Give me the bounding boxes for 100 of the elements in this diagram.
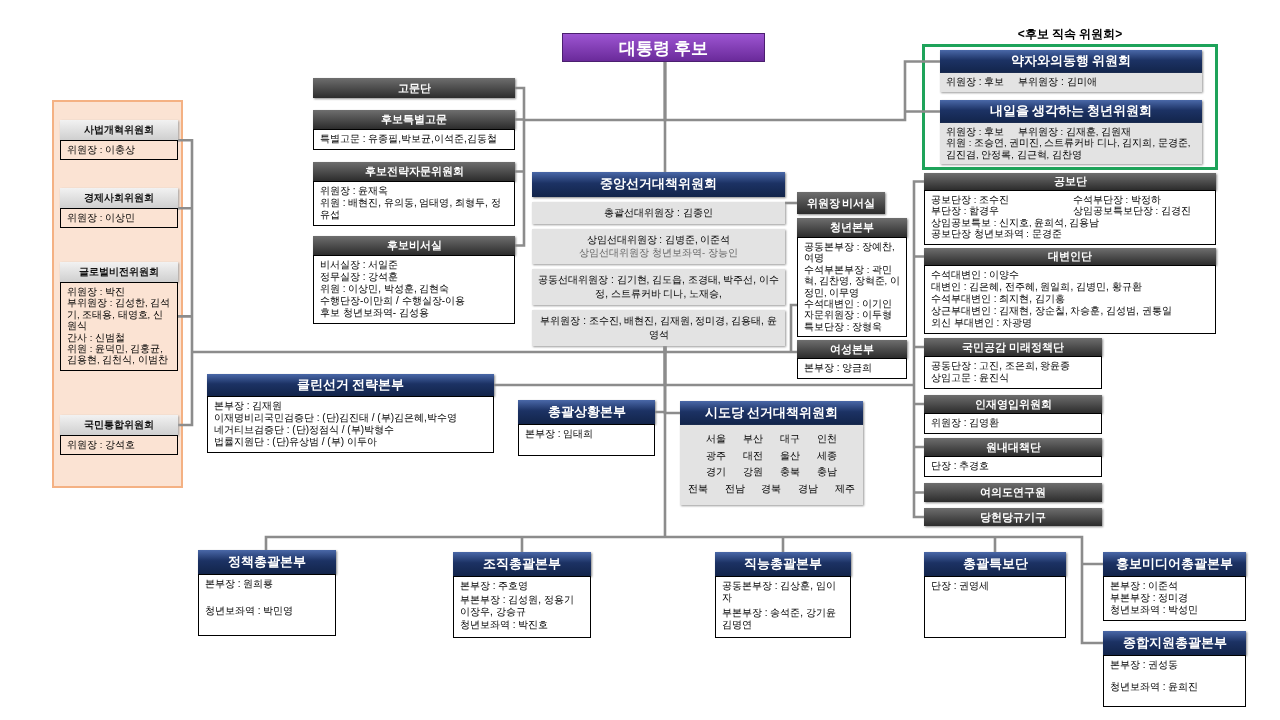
- member-line: 공보단장 청년보좌역 : 문경준: [931, 228, 1063, 240]
- title-bar: 사법개혁위원회: [60, 120, 178, 140]
- member-line: 자문위원장 : 이두형: [804, 309, 893, 321]
- member-line: 위원장 : 박진: [67, 286, 126, 298]
- member-line: 상임선대위원장 : 김병준, 이준석: [585, 233, 732, 247]
- title-bar: 대변인단: [924, 248, 1216, 265]
- member-line: 상임공보특보단장 : 김경진: [1072, 205, 1192, 217]
- title-bar: 공보단: [924, 173, 1216, 190]
- title-bar: 후보전략자문위원회: [313, 162, 515, 181]
- member-line: 부위원장 : 김재훈, 김원재: [1017, 126, 1132, 138]
- member-line: 상임공보특보 : 신지호, 윤희석, 김용남: [931, 216, 1101, 229]
- group-heading: <후보 직속 위원회>: [1016, 26, 1124, 42]
- member-line: 총괄선대위원장 : 김종인: [603, 206, 714, 220]
- title-bar: 여성본부: [797, 340, 907, 358]
- member-line: 수석대변인 : 이양수: [931, 269, 1021, 281]
- member-line: 부위원장 : 김미애: [1018, 76, 1097, 88]
- title-bar: 대통령 후보: [562, 33, 765, 62]
- member-line: 외신 부대변인 : 차광명: [931, 317, 1034, 329]
- member-line: 수석대변인 : 이기인: [804, 297, 893, 310]
- member-line: 청년보좌역 : 박진호: [460, 619, 550, 633]
- member-line: 간사 : 신범철: [67, 331, 126, 343]
- member-line: 위원장 : 후보: [946, 126, 1004, 138]
- title-bar: 약자와의동행 위원회: [940, 50, 1202, 73]
- member-line: 부본부장 : 김성원, 정용기 이장우, 강승규: [460, 593, 575, 619]
- member-line: 청년보좌역 : 윤희진: [1110, 680, 1200, 694]
- title-bar: 클린선거 전략본부: [207, 374, 494, 396]
- member-line: 부본부장 : 정미경: [1110, 592, 1190, 604]
- title-bar: 경제사회위원회: [60, 188, 178, 208]
- member-line: 본부장 : 원희룡: [205, 578, 275, 591]
- group-panel: [52, 100, 183, 488]
- member-line: 공동본부장 : 김상훈, 임이자: [722, 580, 837, 605]
- title-bar: 당헌당규기구: [924, 508, 1102, 526]
- member-line: 위원장 : 이상민: [67, 212, 136, 224]
- member-line: 후보 청년보좌역- 김성용: [320, 307, 430, 319]
- member-line: 단장 : 권영세: [931, 580, 991, 593]
- member-line: 수석부본부장 : 곽민혁, 김찬영, 장혁준, 이정민, 이무영: [804, 263, 900, 298]
- member-line: 비서실장 : 서일준: [320, 259, 400, 271]
- connector-line: [264, 344, 1105, 645]
- member-line: 수행단장-이만희 / 수행실장-이용: [320, 295, 466, 307]
- member-line: 수석부대변인 : 최지현, 김기흥: [931, 293, 1066, 305]
- member-line: 본부장 : 주호영: [460, 580, 530, 593]
- member-line: 광주 대전 울산 세종: [705, 448, 838, 463]
- member-line: 상임고문 : 윤진식: [931, 372, 1011, 384]
- title-bar: 위원장 비서실: [797, 192, 885, 214]
- member-line: 위원장 : 윤재옥: [320, 185, 390, 197]
- member-line: 본부장 : 임태희: [525, 428, 595, 441]
- member-line: 본부장 : 이준석: [1110, 580, 1180, 592]
- member-line: 청년보좌역 : 박민영: [205, 604, 295, 618]
- member-line: 특보단장 : 장형욱: [804, 320, 883, 333]
- title-bar: 시도당 선거대책위원회: [680, 401, 863, 425]
- title-bar: 조직총괄본부: [453, 552, 591, 576]
- member-line: 위원장 : 후보: [946, 76, 1005, 88]
- title-bar: 청년본부: [797, 218, 907, 237]
- member-line: 본부장 : 권성동: [1110, 659, 1180, 672]
- member-line: 특별고문 : 유종필,박보균,이석준,김동철: [320, 133, 498, 145]
- member-line: 청년보좌역 : 박성민: [1110, 604, 1200, 616]
- title-bar: 총괄상황본부: [518, 400, 655, 424]
- member-line: 이재명비리국민검증단 : (단)김진태 / (부)김은혜,박수영: [214, 412, 458, 424]
- title-bar: 글로벌비전위원회: [60, 262, 178, 282]
- title-bar: 고문단: [313, 78, 515, 98]
- title-bar: 정책총괄본부: [198, 550, 336, 574]
- member-line: 본부장 : 김재원: [214, 400, 284, 412]
- title-bar: 내일을 생각하는 청년위원회: [940, 100, 1202, 123]
- member-line: 경기 강원 충북 충남: [705, 465, 838, 479]
- title-bar: 여의도연구원: [924, 483, 1102, 502]
- member-line: 공동선대위원장 : 김기현, 김도읍, 조경태, 박주선, 이수정, 스트류커바 디나, 노재승,: [538, 273, 779, 301]
- member-line: 위원장 : 강석호: [67, 439, 136, 451]
- title-bar: 중앙선거대책위원회: [532, 172, 785, 197]
- member-line: 공동본부장 : 장예찬, 여명: [804, 241, 896, 264]
- member-line: 본부장 : 양금희: [804, 362, 874, 374]
- title-bar: 직능총괄본부: [715, 552, 851, 576]
- connector-line: [663, 180, 926, 519]
- member-line: 부본부장 : 송석준, 강기윤 김명연: [722, 606, 837, 632]
- title-bar: 후보비서실: [313, 236, 515, 255]
- member-line: 위원 : 배현진, 유의동, 엄태영, 최형두, 정유섭: [320, 197, 502, 221]
- title-bar: 인재영입위원회: [924, 395, 1102, 413]
- member-line: 상근부대변인 : 김재현, 장순칠, 차승훈, 김성범, 권통일: [931, 305, 1173, 317]
- member-line: 위원장 : 김영환: [931, 417, 1001, 429]
- member-line: 공동단장 : 고진, 조은희, 왕윤종: [931, 360, 1072, 372]
- member-line: 부위원장 : 김성한, 김석기, 조태용, 태영호, 신원식: [67, 297, 171, 332]
- connector-line: [663, 60, 942, 122]
- connector-line: [176, 138, 667, 427]
- member-line: 서울 부산 대구 인천: [705, 432, 838, 446]
- member-line: 네거티브검증단 : (단)정점식 / (부)박형수: [214, 424, 395, 436]
- member-line: 수석부단장 : 박정하: [1072, 194, 1162, 206]
- title-bar: 원내대책단: [924, 438, 1102, 456]
- member-line: 부위원장 : 조수진, 배현진, 김재원, 정미경, 김용태, 윤영석: [539, 314, 778, 342]
- member-line: 법률지원단 : (단)유상범 / (부) 이두아: [214, 436, 378, 448]
- title-bar: 홍보미디어총괄본부: [1103, 552, 1246, 576]
- title-bar: 국민공감 미래정책단: [924, 338, 1102, 356]
- member-line: 대변인 : 김은혜, 전주혜, 원일희, 김병민, 황규환: [931, 281, 1143, 293]
- title-bar: 국민통합위원회: [60, 415, 178, 435]
- title-bar: 총괄특보단: [924, 552, 1066, 576]
- member-line: 상임선대위원장 청년보좌역- 장능인: [578, 247, 739, 260]
- member-line: 위원 : 윤덕민, 김홍균, 김용현, 김천식, 이범찬: [67, 342, 169, 366]
- member-line: 정무실장 : 강석훈: [320, 271, 400, 283]
- member-line: 전북 전남 경북 경남 제주: [686, 481, 857, 496]
- title-bar: 종합지원총괄본부: [1103, 631, 1246, 655]
- member-line: 공보단장 : 조수진: [931, 194, 1010, 206]
- member-line: 단장 : 추경호: [931, 460, 991, 472]
